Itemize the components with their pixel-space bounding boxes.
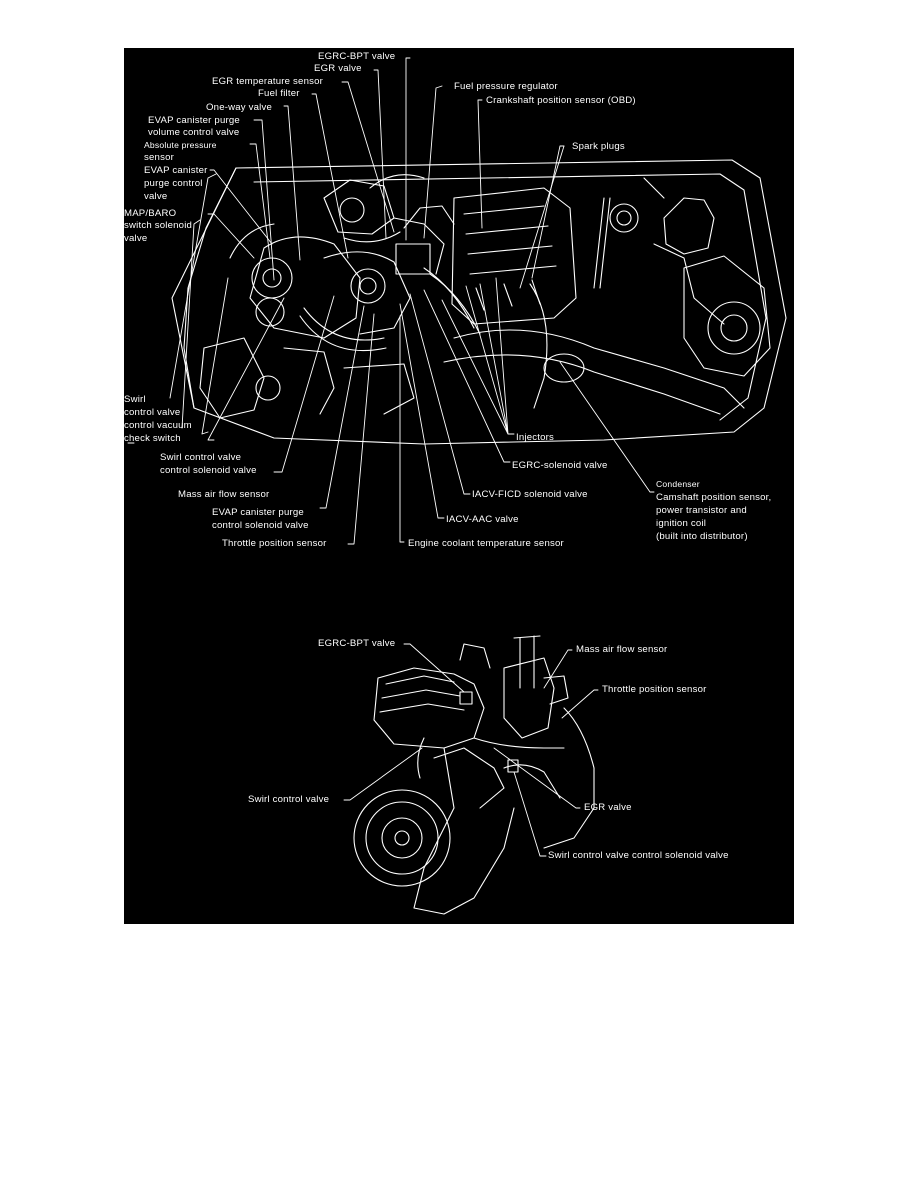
label-egrc-solenoid-valve: EGRC-solenoid valve bbox=[512, 460, 608, 471]
bottom-engine-drawing bbox=[353, 635, 595, 915]
label-bottom-egrc-bpt-valve: EGRC-BPT valve bbox=[318, 638, 396, 649]
label-condenser: Condenser bbox=[656, 479, 700, 489]
label-absolute-pressure-2: sensor bbox=[144, 152, 174, 163]
intake-manifold bbox=[249, 179, 455, 339]
label-evap-purge-solenoid-1: EVAP canister purge bbox=[212, 507, 304, 518]
label-swirl-solenoid-1: Swirl control valve bbox=[160, 452, 242, 463]
brake-booster bbox=[653, 243, 771, 377]
label-evap-purge-solenoid-2: control solenoid valve bbox=[212, 520, 309, 531]
radiator-area bbox=[199, 337, 415, 419]
label-bottom-swirl-control-valve: Swirl control valve bbox=[248, 794, 330, 805]
hoses-and-pipes bbox=[229, 174, 548, 409]
label-camshaft-4: (built into distributor) bbox=[656, 531, 748, 542]
label-bottom-swirl-solenoid-valve: Swirl control valve control solenoid val… bbox=[548, 850, 729, 861]
label-engine-coolant-temperature-sensor: Engine coolant temperature sensor bbox=[408, 538, 564, 549]
label-injectors: Injectors bbox=[516, 432, 555, 443]
label-egr-valve: EGR valve bbox=[314, 63, 362, 74]
label-camshaft-2: power transistor and bbox=[656, 505, 747, 516]
label-evap-purge-control-3: valve bbox=[144, 191, 168, 202]
label-fuel-filter: Fuel filter bbox=[258, 88, 300, 99]
engine-bay-outline bbox=[171, 159, 787, 445]
top-callout-leaders bbox=[127, 57, 655, 545]
label-fuel-pressure-regulator: Fuel pressure regulator bbox=[454, 81, 558, 92]
label-throttle-position-sensor: Throttle position sensor bbox=[222, 538, 327, 549]
engine-line-drawing bbox=[127, 57, 787, 915]
label-swirl-vacuum-4: check switch bbox=[124, 433, 181, 444]
label-swirl-vacuum-3: control vacuum bbox=[124, 420, 192, 431]
label-evap-purge-control-1: EVAP canister bbox=[144, 165, 208, 176]
distributor bbox=[593, 177, 715, 289]
label-bottom-mass-air-flow-sensor: Mass air flow sensor bbox=[576, 644, 668, 655]
label-crankshaft-position-sensor: Crankshaft position sensor (OBD) bbox=[486, 95, 636, 106]
label-evap-purge-control-2: purge control bbox=[144, 178, 203, 189]
label-map-baro-1: MAP/BARO bbox=[124, 208, 177, 219]
label-map-baro-3: valve bbox=[124, 233, 148, 244]
label-egrc-bpt-valve: EGRC-BPT valve bbox=[318, 51, 396, 62]
label-camshaft-1: Camshaft position sensor, bbox=[656, 492, 772, 503]
label-map-baro-2: switch solenoid bbox=[124, 220, 193, 231]
label-evap-purge-volume-1: EVAP canister purge bbox=[148, 115, 240, 126]
label-bottom-throttle-position-sensor: Throttle position sensor bbox=[602, 684, 707, 695]
label-swirl-solenoid-2: control solenoid valve bbox=[160, 465, 257, 476]
diagram-panel: EGRC-BPT valve EGR valve EGR temperature… bbox=[124, 48, 794, 924]
label-absolute-pressure-1: Absolute pressure bbox=[144, 140, 217, 150]
label-iacv-aac-valve: IACV-AAC valve bbox=[446, 514, 519, 525]
air-duct bbox=[443, 329, 745, 415]
label-swirl-vacuum-1: Swirl bbox=[124, 394, 146, 405]
label-camshaft-3: ignition coil bbox=[656, 518, 707, 529]
label-one-way-valve: One-way valve bbox=[206, 102, 273, 113]
label-swirl-vacuum-2: control valve bbox=[124, 407, 181, 418]
label-spark-plugs: Spark plugs bbox=[572, 141, 625, 152]
label-mass-air-flow-sensor: Mass air flow sensor bbox=[178, 489, 270, 500]
bottom-callout-leaders bbox=[343, 643, 599, 857]
label-iacv-ficd-solenoid-valve: IACV-FICD solenoid valve bbox=[472, 489, 588, 500]
label-egr-temperature-sensor: EGR temperature sensor bbox=[212, 76, 324, 87]
label-evap-purge-volume-2: volume control valve bbox=[148, 127, 240, 138]
valve-cover bbox=[451, 187, 577, 325]
label-bottom-egr-valve: EGR valve bbox=[584, 802, 632, 813]
